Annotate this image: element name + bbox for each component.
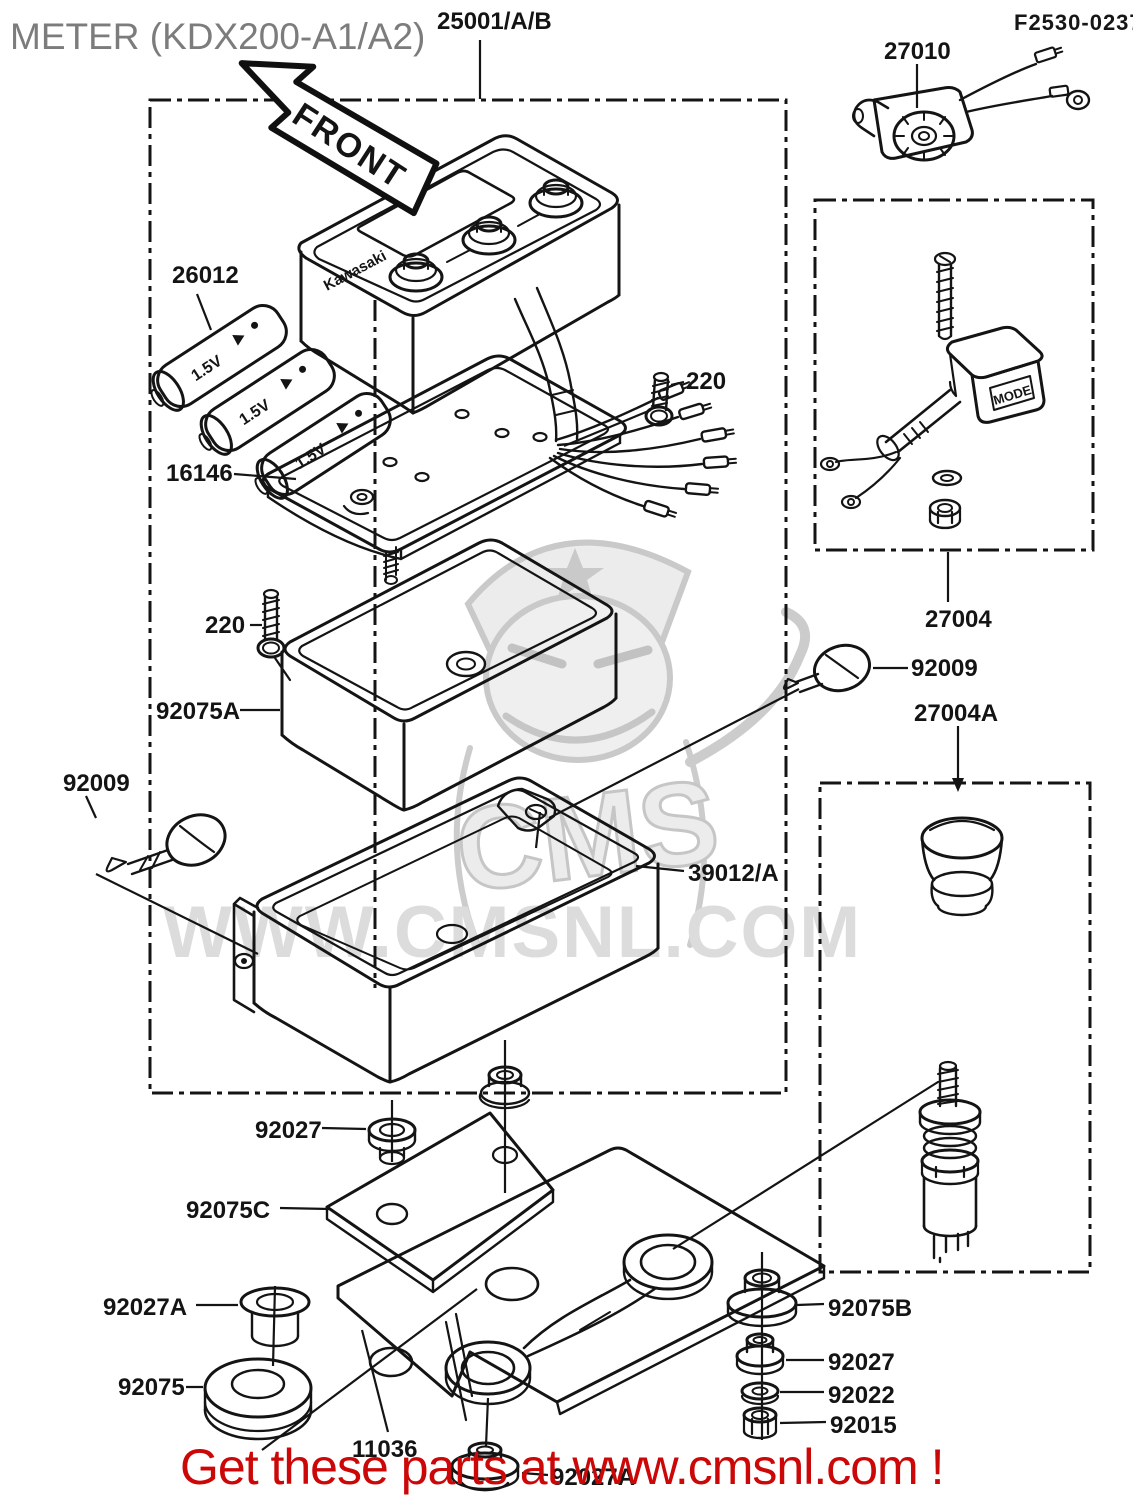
page-title: METER (KDX200-A1/A2)	[10, 16, 426, 57]
part-label-92022: 92022	[828, 1382, 895, 1409]
part-label-27004A: 27004A	[914, 700, 999, 727]
part-label-92027-right: 92027	[828, 1349, 895, 1376]
part-label-39012: 39012/A	[688, 860, 779, 887]
cms-watermark: CMS WWW.CMSNL.COM	[163, 539, 862, 973]
upper-case-art	[280, 538, 618, 812]
screw-92009-right-art	[782, 643, 871, 694]
push-switch-art	[918, 1060, 982, 1264]
front-arrow-icon: FRONT	[238, 60, 440, 217]
svg-text:1.5V: 1.5V	[237, 396, 274, 428]
bracket-art	[336, 1146, 826, 1422]
diagram-code: F2530-0237	[1014, 10, 1133, 35]
part-label-220-left: 220	[205, 612, 246, 639]
part-label-92075C: 92075C	[186, 1197, 271, 1224]
wire-harness-art	[548, 381, 738, 518]
right-stack-art	[726, 1268, 798, 1440]
part-label-92075B: 92075B	[828, 1295, 913, 1322]
bushing-92027-art	[367, 1117, 417, 1166]
damper-ring-art	[203, 1357, 313, 1441]
part-label-92009-right: 92009	[911, 655, 978, 682]
watermark-url-text: WWW.CMSNL.COM	[163, 892, 862, 973]
part-label-92075: 92075	[118, 1374, 185, 1401]
screw-220-right-art	[644, 371, 674, 427]
star-icon	[546, 548, 604, 600]
screw-92009-left-art	[105, 813, 227, 876]
svg-text:1.5V: 1.5V	[189, 352, 226, 384]
leader-lines	[84, 40, 964, 1477]
part-label-26012: 26012	[172, 262, 239, 289]
grommet-upper-art	[478, 1065, 531, 1110]
part-label-92027A-bottom: 92027A	[551, 1464, 636, 1491]
footer-promo-text: Get these parts at www.cmsnl.com !	[180, 1439, 944, 1495]
part-label-25001: 25001/A/B	[437, 8, 552, 35]
part-label-27010: 27010	[884, 38, 951, 65]
meter-unit-art: Kawasaki	[297, 134, 621, 443]
part-label-92015: 92015	[830, 1412, 897, 1439]
screw-220-left-art	[256, 588, 292, 682]
grommet-left-art	[239, 1286, 311, 1348]
switch-27004-art: MODE	[819, 251, 1046, 530]
damper-plate-art	[325, 1111, 555, 1294]
meter-button	[388, 252, 444, 293]
part-label-92027A-left: 92027A	[103, 1294, 188, 1321]
part-label-27004: 27004	[925, 606, 992, 633]
grommet-bottom-art	[450, 1441, 520, 1492]
part-label-220-right: 220	[686, 368, 727, 395]
meter-button	[461, 215, 517, 256]
switch-27010-art	[852, 46, 1091, 162]
part-label-11036: 11036	[352, 1436, 418, 1463]
lower-case-art	[232, 776, 660, 1084]
part-label-16146: 16146	[166, 460, 233, 487]
part-label-92027-mid: 92027	[255, 1117, 322, 1144]
part-label-92075A: 92075A	[156, 698, 241, 725]
boot-27004A-art	[920, 816, 1004, 917]
meter-button	[528, 178, 584, 219]
part-label-92009-left: 92009	[63, 770, 130, 797]
